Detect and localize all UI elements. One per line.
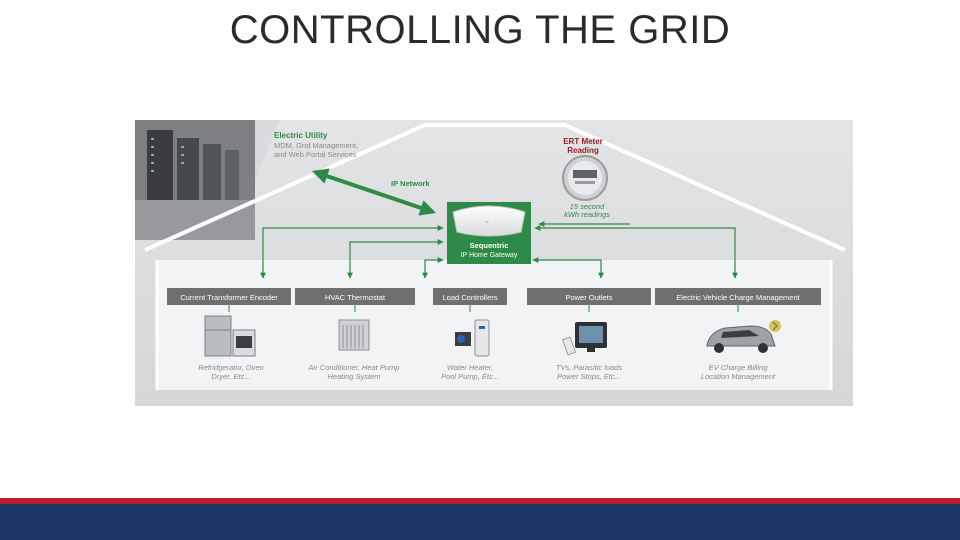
house-interior bbox=[157, 260, 831, 390]
link-hvac bbox=[347, 239, 444, 279]
category-bar-ev bbox=[655, 288, 821, 305]
category-label-hvac: HVAC Thermostat bbox=[325, 293, 386, 302]
category-label-ct-encoder: Current Transformer Encoder bbox=[180, 293, 278, 302]
link-ev bbox=[534, 225, 738, 279]
category-bar-ct-encoder bbox=[167, 288, 291, 305]
caption-4b: Power Strips, Etc... bbox=[557, 372, 621, 381]
category-bar-hvac bbox=[295, 288, 415, 305]
house-outline bbox=[144, 123, 846, 252]
utility-title: Electric Utility bbox=[274, 131, 328, 140]
electric-meter-icon bbox=[562, 155, 608, 201]
home-gateway: ~ Sequentric IP Home Gateway bbox=[447, 202, 531, 264]
caption-1a: Refridgerator, Oven bbox=[198, 363, 263, 372]
meter-title-line2: Reading bbox=[567, 146, 599, 155]
tv-power-strip-icon bbox=[561, 322, 607, 356]
caption-4a: TVs, Parasitic loads bbox=[556, 363, 623, 372]
meter-note-line1: 15 second bbox=[570, 202, 605, 211]
air-conditioner-icon bbox=[338, 319, 370, 351]
electric-vehicle-icon bbox=[706, 320, 781, 353]
data-center-image bbox=[135, 120, 280, 240]
category-label-load-controllers: Load Controllers bbox=[442, 293, 497, 302]
caption-3b: Pool Pump, Etc... bbox=[441, 372, 499, 381]
caption-3a: Water Heater, bbox=[447, 363, 493, 372]
caption-2b: Heating System bbox=[328, 372, 381, 381]
gateway-line2: IP Home Gateway bbox=[461, 252, 518, 259]
footer-red-stripe bbox=[0, 498, 960, 504]
ip-network-label: IP Network bbox=[391, 179, 430, 188]
slide-title: CONTROLLING THE GRID bbox=[229, 8, 731, 52]
meter-note-line2: kWh readings bbox=[564, 210, 610, 219]
category-bar-power-outlets bbox=[527, 288, 651, 305]
meter-title-line1: ERT Meter bbox=[563, 137, 603, 146]
ip-network-arrow bbox=[311, 168, 437, 216]
link-ct-encoder bbox=[260, 225, 444, 279]
caption-1b: Dryer, Etc... bbox=[211, 372, 250, 381]
caption-5a: EV Charge Billing bbox=[709, 363, 769, 372]
footer-blue-band bbox=[0, 504, 960, 540]
category-label-ev: Electric Vehicle Charge Management bbox=[676, 293, 800, 302]
water-heater-pool-pump-icon bbox=[455, 319, 490, 357]
utility-line2: and Web Portal Services bbox=[274, 150, 357, 159]
category-label-power-outlets: Power Outlets bbox=[565, 293, 612, 302]
svg-text:~: ~ bbox=[485, 220, 489, 226]
caption-5b: Location Management bbox=[701, 372, 776, 381]
utility-line1: MDM, Grid Management, bbox=[274, 141, 358, 150]
caption-2a: Air Conditioner, Heat Pump bbox=[308, 363, 400, 372]
gateway-line1: Sequentric bbox=[470, 241, 509, 250]
refrigerator-oven-icon bbox=[204, 315, 256, 357]
smart-grid-diagram: Electric Utility MDM, Grid Management, a… bbox=[135, 120, 853, 406]
link-load-controllers bbox=[422, 257, 444, 279]
category-bar-load-controllers bbox=[433, 288, 507, 305]
